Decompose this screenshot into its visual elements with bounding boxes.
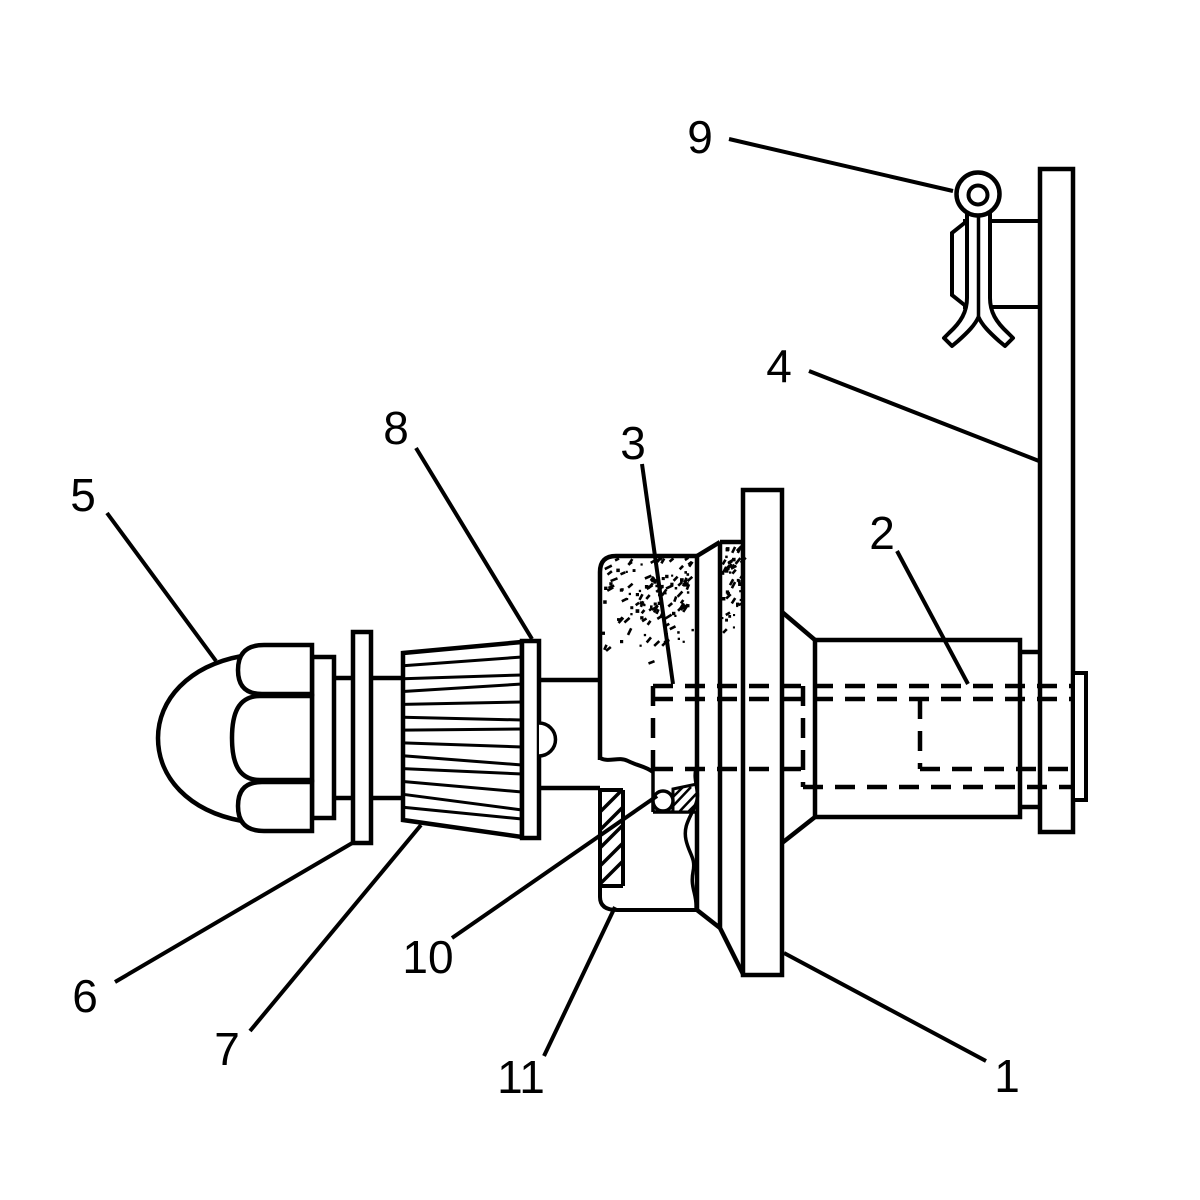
body-outline-left-top (597, 553, 697, 760)
hex-flat-middle (229, 693, 315, 783)
part-label-10: 10 (402, 931, 453, 983)
seal-and-nut-group (598, 765, 700, 912)
leader-line-6 (113, 840, 356, 984)
leader-line-1 (783, 951, 987, 1063)
body-top-chamfer (695, 540, 722, 558)
body-bottom-edge (599, 756, 655, 774)
side-plate (1037, 166, 1076, 835)
part-label-1: 1 (994, 1050, 1020, 1102)
hidden-stem-lines (650, 683, 1072, 790)
leader-line-11 (542, 906, 617, 1057)
detent-ball (651, 789, 675, 813)
body-block (812, 637, 1023, 820)
detent-ball-bump (538, 721, 558, 758)
nut-section-hatch (598, 788, 625, 886)
cap-step-ring (309, 654, 337, 821)
shaft-segment-c (539, 677, 600, 791)
block-step (1020, 649, 1040, 810)
washer (350, 629, 374, 846)
knurled-cone (400, 638, 558, 841)
mounting-flange-plate (740, 487, 785, 978)
shaft-segments (334, 675, 600, 801)
part-label-5: 5 (70, 469, 96, 521)
part-label-8: 8 (383, 402, 409, 454)
body-block-group (780, 610, 1040, 845)
leader-line-5 (105, 511, 218, 663)
leader-line-10 (450, 794, 659, 940)
acorn-cap-nut (155, 642, 337, 834)
body-collar-strip (695, 539, 746, 976)
nut-outer-profile (598, 790, 697, 912)
knurl-lines (402, 655, 523, 821)
break-line-wavy (683, 765, 700, 909)
cone-end-bar (519, 638, 542, 841)
shaft-segment-a (334, 675, 353, 801)
valve-body (597, 539, 746, 976)
cotter-pin-group (942, 170, 1040, 348)
part-label-9: 9 (687, 111, 713, 163)
hex-flat-bottom (235, 779, 315, 834)
leader-line-7 (248, 823, 423, 1033)
nut-section-outline (600, 788, 625, 888)
part-label-4: 4 (766, 340, 792, 392)
assembly-drawing (155, 166, 1088, 978)
part-label-2: 2 (869, 507, 895, 559)
end-cap (1071, 671, 1088, 802)
cotter-pin-ring-inner (966, 183, 990, 207)
retaining-nut (598, 788, 697, 912)
part-label-6: 6 (72, 970, 98, 1022)
part-label-7: 7 (214, 1023, 240, 1075)
hex-flat-top (235, 642, 315, 697)
callout-labels: 1 2 3 4 5 6 7 8 9 10 11 (70, 111, 1020, 1103)
leader-line-8 (414, 446, 534, 641)
leader-line-9 (728, 137, 954, 193)
dome-cap-arc (155, 653, 243, 824)
leader-lines (105, 137, 1040, 1063)
part-label-3: 3 (620, 417, 646, 469)
neck-taper (780, 610, 817, 845)
packing-wedge-hatch (672, 786, 698, 813)
part-label-11: 11 (497, 1051, 545, 1103)
shaft-segment-b (371, 675, 403, 801)
leader-line-3 (640, 463, 675, 685)
leader-line-4 (808, 369, 1040, 463)
leader-line-2 (895, 550, 970, 685)
